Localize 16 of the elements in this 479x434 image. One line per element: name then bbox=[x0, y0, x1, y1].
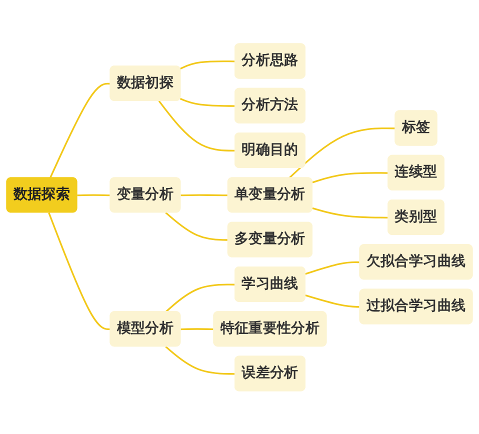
connector bbox=[49, 82, 111, 178]
connector bbox=[180, 60, 236, 70]
connector bbox=[180, 194, 228, 196]
connector bbox=[305, 261, 360, 274]
connector bbox=[158, 100, 236, 152]
connector bbox=[48, 212, 111, 330]
connector bbox=[288, 127, 396, 178]
connector bbox=[312, 172, 388, 183]
connector bbox=[77, 194, 111, 196]
connector bbox=[305, 294, 360, 308]
connector bbox=[180, 328, 214, 330]
connector bbox=[165, 283, 236, 312]
connector bbox=[180, 98, 236, 107]
connector bbox=[312, 207, 388, 218]
connector bbox=[165, 346, 236, 374]
connector bbox=[165, 212, 228, 241]
